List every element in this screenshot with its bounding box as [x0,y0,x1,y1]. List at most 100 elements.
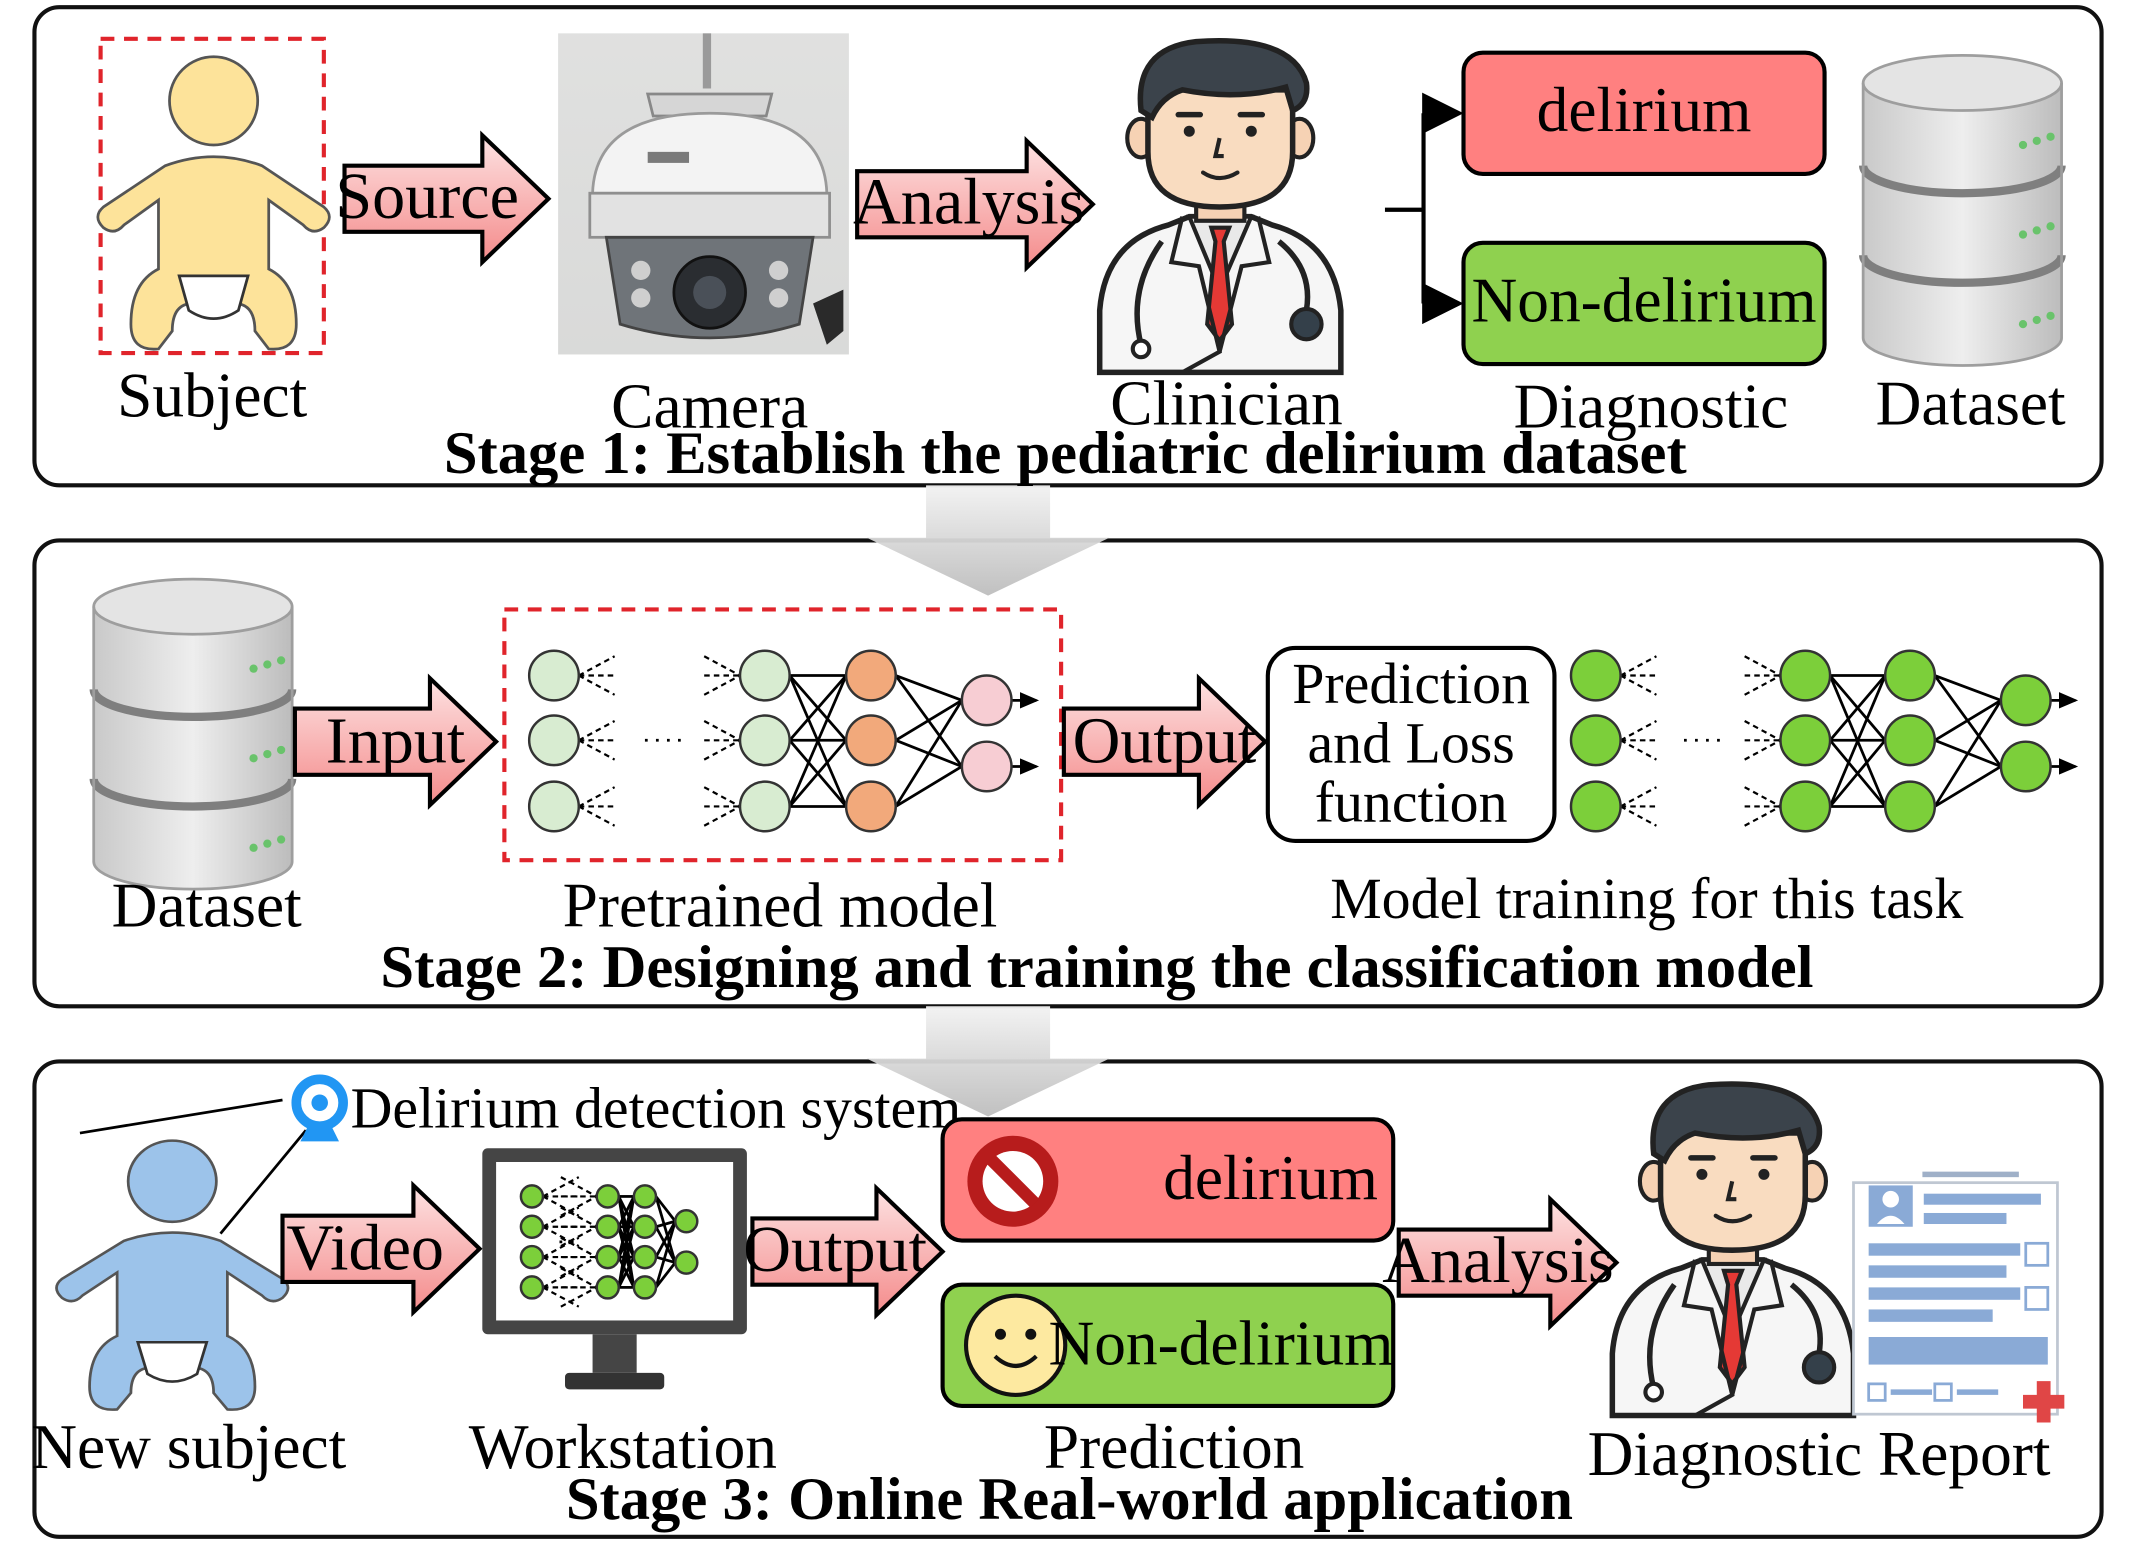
webcam-icon [291,1074,348,1142]
network-dashed-connection [578,655,616,677]
network-connection [1934,674,2002,702]
network-node [1779,714,1832,767]
smiley-icon [963,1293,1068,1397]
video-arrow-label: Video [286,1211,444,1284]
network-connection [894,699,964,808]
camera-photo [558,33,849,355]
stage1-to-stage2-arrow [866,485,1110,596]
non-delirium-box-stage1 [1461,240,1827,367]
loss-function-box [1265,645,1557,843]
network-node [738,649,791,702]
network-connection [654,1220,677,1258]
network-node [519,1275,545,1300]
camera-view-lines [79,1098,307,1235]
network-dashed-connection [1620,739,1657,761]
non-delirium-box-stage1-label: Non-delirium [1472,265,1817,335]
network-node [960,674,1013,727]
output-arrow-stage2-label: Output [1073,704,1257,777]
network-connection [655,1219,676,1229]
pretrained-neural-network [527,649,1040,833]
network-dashed-connection [560,1286,598,1308]
report-icon [1852,1171,2065,1423]
delirium-box-stage3 [940,1117,1396,1243]
network-dashed-connection [560,1195,598,1217]
network-node [674,1208,699,1234]
network-node [844,780,897,833]
network-node [632,1275,658,1300]
network-dashed-connection [560,1225,598,1248]
network-connection [654,1195,677,1223]
database-icon-stage2 [94,579,292,889]
network-node [1999,740,2052,793]
loss-box-line1: Prediction [1292,651,1530,716]
network-dashed-connection [703,720,741,742]
network-dashed-connection [1744,674,1781,696]
network-dashed-connection [1744,655,1781,677]
network-dashed-connection [1744,739,1781,761]
subject-label: Subject [117,360,307,430]
network-node [595,1214,620,1240]
input-arrow [292,673,500,810]
network-connection [895,699,963,742]
network-node [738,714,791,767]
network-dashed-connection [542,1176,580,1198]
analysis-arrow-stage1-label: Analysis [853,166,1084,239]
network-node [1999,674,2052,727]
network-connection [788,674,848,807]
network-node [1779,649,1832,702]
network-node [632,1184,658,1209]
network-dashed-connection [542,1267,580,1289]
input-arrow-label: Input [326,704,466,777]
network-connection [895,765,963,808]
video-arrow [280,1180,483,1318]
doctor-icon [1100,41,1341,373]
stage2-to-stage3-arrow [866,1006,1110,1117]
network-node [1779,780,1832,833]
network-connection [654,1226,677,1264]
network-dashed-connection [560,1176,598,1198]
network-connection [1828,675,1887,807]
network-node [595,1184,620,1209]
network-node [527,780,581,833]
stage1-frame [32,5,2104,488]
training-label: Model training for this task [1330,866,1963,931]
network-dashed-connection [1620,805,1657,827]
network-node [1883,649,1937,702]
database-icon-stage1 [1863,55,2061,365]
network-dashed-connection [703,805,741,827]
network-dashed-connection [560,1236,598,1259]
monitor-icon [482,1148,747,1390]
network-node [1569,649,1622,702]
network-dashed-connection [578,739,616,761]
dataset-label-stage1: Dataset [1876,369,2066,439]
network-dashed-connection [578,786,616,808]
output-arrow-stage3 [750,1183,946,1320]
network-dashed-connection [542,1256,580,1278]
report-label: Diagnostic Report [1588,1419,2051,1489]
network-connection [617,1226,636,1288]
network-node [844,714,897,767]
network-dashed-connection [560,1206,598,1228]
network-dashed-connection [1620,786,1657,808]
output-arrow-stage3-label: Output [743,1213,927,1286]
network-node [527,714,581,767]
network-dashed-connection [578,720,616,742]
stage3-title: Stage 3: Online Real-world application [566,1466,1573,1533]
dataset-label-stage2: Dataset [112,870,302,940]
network-node [595,1244,620,1270]
prediction-label: Prediction [1044,1412,1305,1482]
network-connection [1829,739,1887,808]
network-node [632,1244,658,1270]
diagnosis-branch-connector [1384,92,1464,325]
network-node [519,1244,545,1270]
output-arrow-stage2 [1061,673,1269,810]
network-dashed-connection [703,674,741,696]
stage1-title: Stage 1: Establish the pediatric deliriu… [444,420,1687,487]
network-node [595,1275,620,1300]
network-node [519,1214,545,1240]
delirium-box-stage1-label: delirium [1537,75,1752,145]
system-label: Delirium detection system [351,1076,962,1141]
delirium-box-stage3-label: delirium [1163,1143,1378,1213]
network-dashed-connection [703,786,741,808]
